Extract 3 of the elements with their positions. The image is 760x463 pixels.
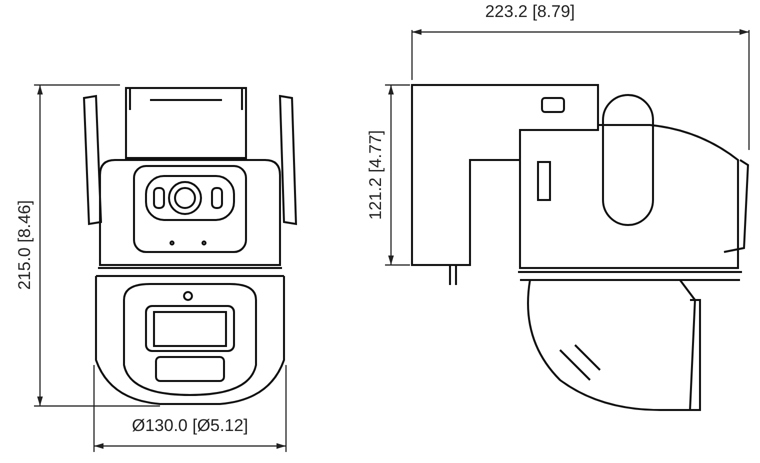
dimension-label: 215.0 [8.46] [16, 198, 34, 292]
dimension-label: 121.2 [4.77] [367, 128, 385, 222]
dimension-label: 223.2 [8.79] [483, 3, 577, 21]
